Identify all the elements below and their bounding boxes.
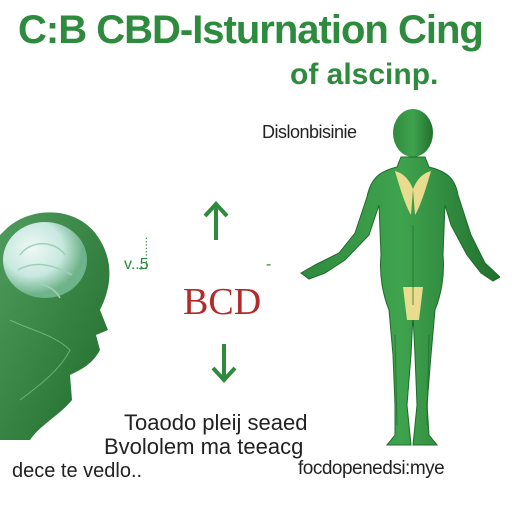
brain-lines <box>17 243 73 299</box>
figure-highlight-left <box>395 171 413 215</box>
text-line-3-left: dece te vedlo.. <box>12 460 143 482</box>
arrow-down-icon <box>211 344 237 383</box>
figure-head <box>393 109 433 157</box>
arrow-up-icon <box>203 201 229 240</box>
right-tick-label: - <box>266 256 272 273</box>
head-illustration <box>0 212 110 440</box>
figure-highlight-right <box>413 171 431 215</box>
text-line-3-right: focdopenedsi:mye <box>298 458 445 479</box>
body-label: Dislonbisinie <box>262 122 357 142</box>
left-tick-label: v..5 <box>124 256 149 273</box>
center-label: BCD <box>183 281 262 323</box>
text-line-1: Toaodo pleij seaed <box>124 410 308 435</box>
text-line-2: Bvololem ma teeacg <box>104 434 304 459</box>
diagram-title: C:B CBD-Isturnation Cing <box>18 8 484 52</box>
body-figure <box>300 109 500 446</box>
brain-glow <box>3 222 87 298</box>
figure-body <box>300 156 500 446</box>
diagram-subtitle: of alscinp. <box>290 58 439 91</box>
